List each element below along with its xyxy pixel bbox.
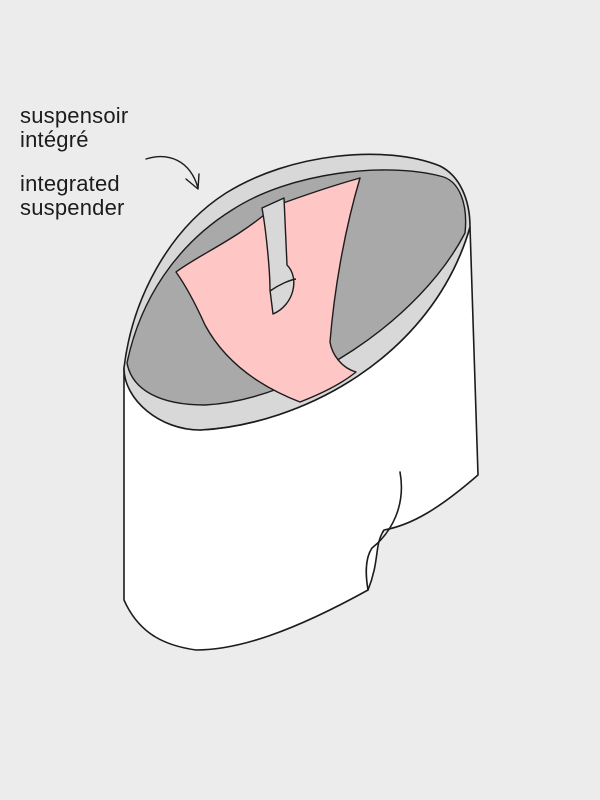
label-english-line-2: suspender: [20, 195, 125, 220]
label-english-line-1: integrated: [20, 171, 120, 196]
pointer-arrow-icon: [145, 155, 200, 190]
suspender-slit: [261, 197, 295, 315]
label-english: integrated suspender: [20, 172, 125, 220]
leg-seam: [365, 471, 403, 591]
label-french: suspensoir intégré: [20, 104, 128, 152]
label-french-line-2: intégré: [20, 127, 89, 152]
suspender-slit-edge: [269, 278, 297, 292]
label-french-line-1: suspensoir: [20, 103, 129, 128]
